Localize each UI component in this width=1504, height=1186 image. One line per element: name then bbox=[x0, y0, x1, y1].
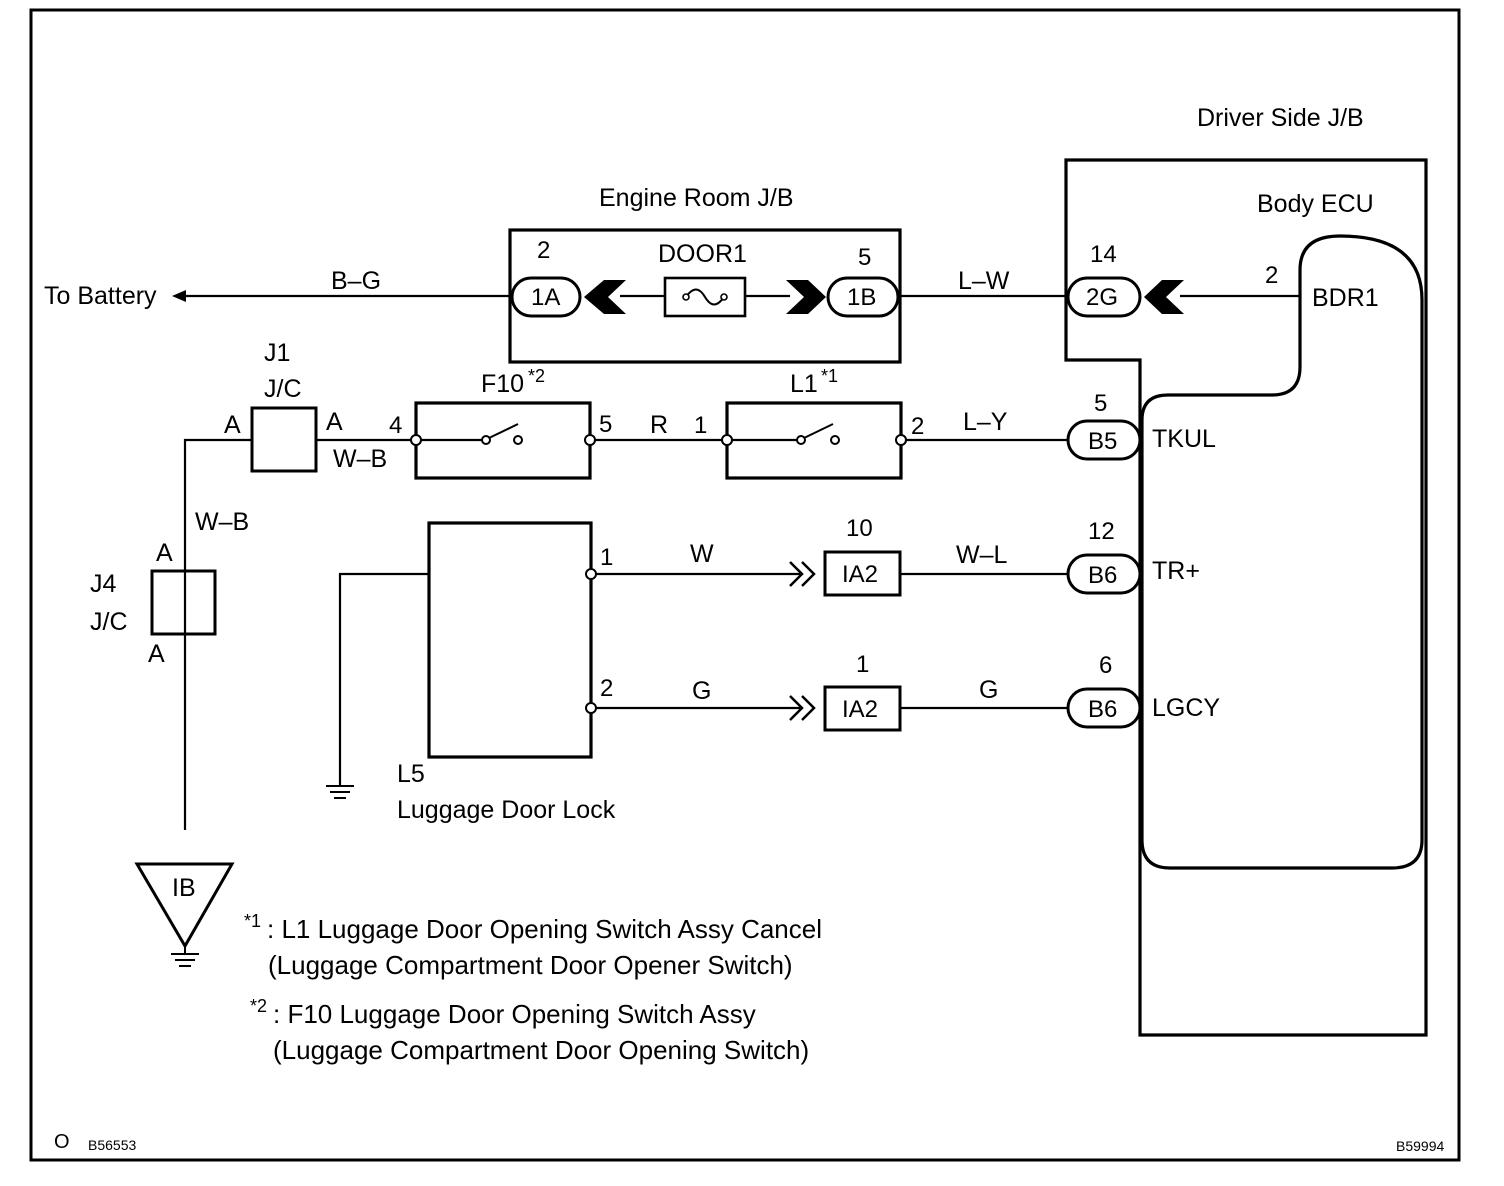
connector-1b-label: 1B bbox=[847, 284, 876, 311]
note-2-line1: : F10 Luggage Door Opening Switch Assy bbox=[273, 999, 756, 1029]
note-1-line1: : L1 Luggage Door Opening Switch Assy Ca… bbox=[267, 914, 822, 944]
connector-1a bbox=[510, 276, 582, 318]
pin-2g: 14 bbox=[1090, 241, 1117, 268]
female-terminal-icon bbox=[584, 280, 626, 314]
connector-1b bbox=[826, 276, 900, 318]
ecu-term-tkul: TKUL bbox=[1152, 425, 1216, 453]
figure-code-left: B56553 bbox=[88, 1137, 136, 1153]
ground-icon bbox=[171, 946, 199, 967]
ecu-term-trplus: TR+ bbox=[1152, 557, 1200, 585]
wire-g1-label: G bbox=[692, 677, 711, 705]
corner-o: O bbox=[54, 1131, 70, 1153]
engine-jb-label: Engine Room J/B bbox=[599, 184, 794, 212]
switch-contact-icon bbox=[803, 423, 834, 439]
switch-contact-icon bbox=[488, 423, 519, 439]
wire-wb-top-label: W–B bbox=[333, 445, 387, 473]
connector-2g-label: 2G bbox=[1086, 284, 1118, 311]
note-1-mark: *1 bbox=[244, 911, 261, 931]
to-battery-label[interactable]: To Battery bbox=[44, 282, 157, 310]
wire-wl-label: W–L bbox=[956, 541, 1008, 569]
l5-desc: Luggage Door Lock bbox=[397, 796, 616, 824]
pin-l1-2: 2 bbox=[911, 413, 924, 440]
pin-b6-12: 12 bbox=[1088, 518, 1115, 545]
wire-lw-label: L–W bbox=[958, 267, 1010, 295]
pin-l5-1: 1 bbox=[600, 544, 613, 571]
pin-b5: 5 bbox=[1094, 390, 1107, 417]
j1-junction-connector bbox=[250, 406, 318, 473]
connector-ia2-bottom bbox=[823, 685, 902, 732]
pin-f10-4: 4 bbox=[389, 412, 402, 439]
body-ecu-label: Body ECU bbox=[1257, 190, 1374, 218]
wire-ly-label: L–Y bbox=[963, 408, 1008, 436]
note-2-line2: (Luggage Compartment Door Opening Switch… bbox=[273, 1035, 809, 1065]
j1-name: J1 bbox=[264, 339, 290, 367]
plug-terminal-icon bbox=[789, 561, 816, 587]
ground-point-ib bbox=[134, 862, 235, 949]
pin-l5-2: 2 bbox=[600, 675, 613, 702]
wire-bg-label: B–G bbox=[331, 267, 381, 295]
wire-g2-label: G bbox=[979, 676, 998, 704]
connector-b6-bottom bbox=[1066, 687, 1142, 729]
door1-fuse-label: DOOR1 bbox=[658, 240, 747, 268]
pin-ia2-10: 10 bbox=[846, 515, 873, 542]
wire-w-label: W bbox=[690, 540, 714, 568]
j4-bottom-pin: A bbox=[148, 640, 165, 668]
connector-b5-label: B5 bbox=[1088, 428, 1117, 455]
body-ecu-box bbox=[1140, 234, 1424, 870]
wire-r-label: R bbox=[650, 411, 668, 439]
pin-1b: 5 bbox=[858, 244, 871, 271]
note-2-mark: *2 bbox=[250, 996, 267, 1016]
pin-b6-6: 6 bbox=[1099, 652, 1112, 679]
connector-ia2-bottom-label: IA2 bbox=[842, 696, 878, 723]
figure-code-right: B59994 bbox=[1396, 1138, 1444, 1154]
l1-sup: *1 bbox=[821, 366, 838, 386]
fuse-icon bbox=[685, 288, 725, 306]
connector-2g bbox=[1066, 276, 1142, 318]
connector-ia2-top-label: IA2 bbox=[842, 561, 878, 588]
pin-ia2-1: 1 bbox=[856, 651, 869, 678]
connector-b6-top bbox=[1066, 553, 1142, 595]
l5-door-lock-box bbox=[427, 521, 593, 759]
j4-type: J/C bbox=[90, 608, 128, 636]
arrow-to-battery-icon bbox=[172, 290, 186, 302]
j4-junction-connector bbox=[150, 569, 217, 636]
j4-top-pin: A bbox=[156, 539, 173, 567]
pin-l1-1: 1 bbox=[694, 412, 707, 439]
f10-sup: *2 bbox=[528, 366, 545, 386]
connector-b5 bbox=[1066, 419, 1142, 461]
female-terminal-icon bbox=[1144, 280, 1184, 314]
plug-terminal-icon bbox=[789, 695, 816, 721]
j1-right-pin: A bbox=[326, 408, 343, 436]
connector-ia2-top bbox=[823, 550, 902, 597]
ground-icon bbox=[326, 785, 354, 799]
ground-ib-label: IB bbox=[172, 874, 196, 902]
driver-jb-label: Driver Side J/B bbox=[1197, 104, 1364, 132]
connector-b6-bottom-label: B6 bbox=[1088, 696, 1117, 723]
note-1-line2: (Luggage Compartment Door Opener Switch) bbox=[268, 950, 793, 980]
driver-jb-box bbox=[1064, 158, 1428, 1037]
f10-name: F10 bbox=[481, 370, 524, 398]
connector-b6-top-label: B6 bbox=[1088, 562, 1117, 589]
j1-type: J/C bbox=[264, 375, 302, 403]
ecu-term-lgcy: LGCY bbox=[1152, 694, 1220, 722]
pin-f10-5: 5 bbox=[599, 411, 612, 438]
l5-name: L5 bbox=[397, 760, 425, 788]
connector-1a-label: 1A bbox=[531, 284, 560, 311]
l1-name: L1 bbox=[790, 370, 818, 398]
pin-bdr1: 2 bbox=[1265, 262, 1278, 289]
j1-left-pin: A bbox=[224, 411, 241, 439]
wire-wb-vert-label: W–B bbox=[195, 508, 249, 536]
j4-name: J4 bbox=[90, 570, 117, 598]
outer-frame bbox=[29, 8, 1461, 1162]
male-terminal-icon bbox=[786, 280, 826, 314]
ecu-term-bdr1: BDR1 bbox=[1312, 284, 1379, 312]
pin-1a: 2 bbox=[537, 237, 550, 264]
